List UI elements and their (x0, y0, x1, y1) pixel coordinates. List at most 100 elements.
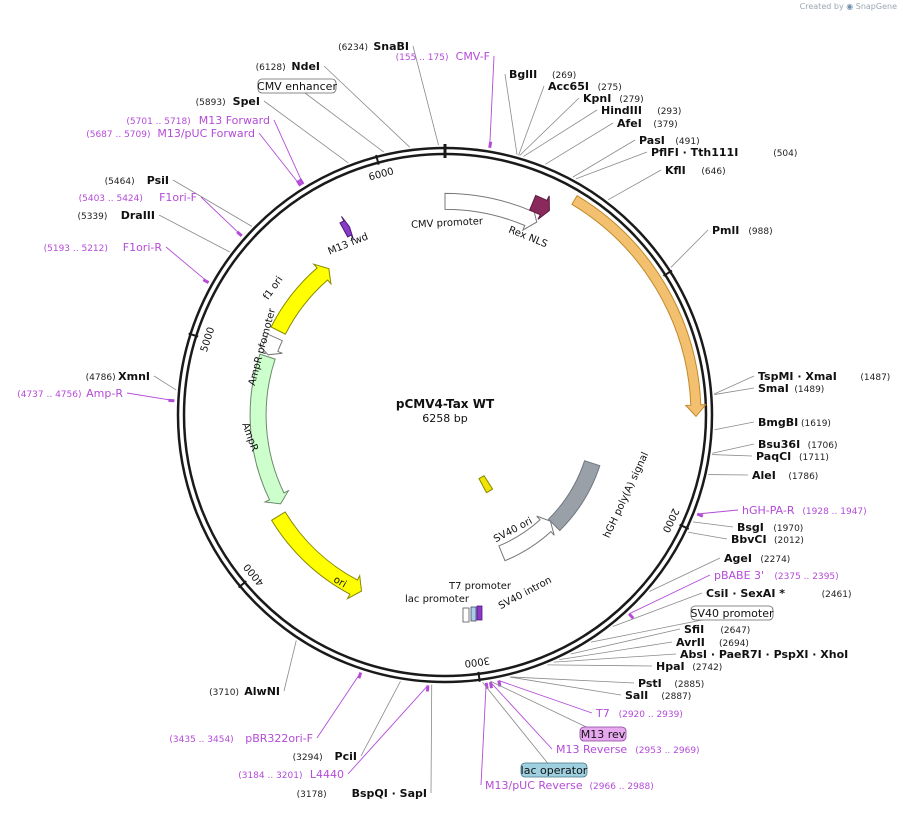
enzyme-position: (1619) (801, 419, 831, 429)
primer-m13-puc-forward: M13/pUC Forward (5687 .. 5709) (86, 127, 255, 140)
tick-label: 3000 (464, 654, 491, 668)
inner-labels: T7 promoter lac promoter (405, 581, 512, 623)
enzyme-position: (293) (657, 107, 681, 117)
enzyme-name: PmlI (712, 224, 739, 237)
enzyme-name: BbvCI (731, 533, 767, 546)
enzyme-name: BspQI · SapI (352, 787, 427, 800)
leader-lines (126, 45, 755, 794)
enzyme-position: (1786) (788, 472, 818, 482)
primer-leader (347, 685, 429, 775)
enzyme-name: BsgI (737, 521, 764, 534)
primer-range: (5687 .. 5709) (86, 130, 150, 140)
enzyme-leader (547, 664, 653, 667)
enzyme-site-tspmi-xmai: TspMI · XmaI(1487) (758, 370, 890, 383)
enzyme-position: (491) (675, 137, 699, 147)
enzyme-leader (509, 676, 622, 696)
lac-operator-mark (470, 606, 477, 622)
enzyme-position: (2647) (720, 626, 750, 636)
primer-amp-r: Amp-R(4737 .. 4756) (17, 387, 123, 400)
primer-mark (236, 230, 243, 237)
enzyme-leader (649, 557, 721, 592)
enzyme-site-absi-paer7i-pspxi-xhoi: AbsI · PaeR7I · PspXI · XhoI(2716) (680, 648, 848, 661)
enzyme-name: HindIII (601, 104, 642, 117)
boxed-label-text: SV40 promoter (690, 607, 774, 620)
enzyme-leader (283, 640, 297, 692)
enzyme-name: AbsI · PaeR7I · PspXI · XhoI (680, 648, 848, 661)
primer-range: (3435 .. 3454) (169, 735, 233, 745)
enzyme-site-pmli: PmlI (988) (712, 224, 773, 237)
tick-1000 (662, 269, 673, 277)
enzyme-leader (714, 421, 755, 431)
enzyme-site-pflfi-tth111i: PflFI · Tth111I(504) (651, 146, 797, 159)
feature-sv40-intron (498, 515, 555, 562)
feature-tax-orf (571, 195, 707, 418)
boxed-label-m13-rev: M13 rev (579, 726, 627, 742)
enzyme-position: (5464) (105, 177, 135, 187)
primer-name: M13/pUC Forward (157, 127, 255, 140)
enzyme-position: (988) (748, 227, 772, 237)
tick-label: 2000 (660, 506, 681, 534)
enzyme-position: (3178) (297, 790, 327, 800)
feature-ampr (249, 353, 290, 505)
enzyme-site-kfli: KflI(646) (665, 164, 726, 177)
boxed-label-text: M13 rev (581, 728, 626, 741)
boxed-label-frame (690, 605, 774, 621)
primer-leader (498, 680, 593, 714)
primer-leader (697, 509, 739, 515)
primer-cmv-f: CMV-F(155 .. 175) (396, 50, 490, 63)
primer-mark (488, 141, 493, 148)
primer-range: (5193 .. 5212) (44, 244, 108, 254)
enzyme-leader (692, 521, 734, 528)
primer-mark (489, 681, 493, 689)
feature-ori (270, 511, 363, 600)
enzyme-leader (412, 45, 439, 146)
feature-ampr-promoter (257, 333, 283, 356)
enzyme-name: SfiI (684, 623, 704, 636)
snapgene-logo-icon: ◉ (846, 2, 854, 11)
enzyme-site-ndei: NdeI(6128) (256, 60, 320, 73)
feature-f1-ori (270, 263, 332, 335)
primer-range: (2375 .. 2395) (774, 572, 838, 582)
enzyme-position: (1489) (794, 385, 824, 395)
boxed-label-text: CMV enhancer (257, 80, 337, 93)
enzyme-site-spei: SpeI(5893) (196, 95, 260, 108)
plasmid-name: pCMV4-Tax WT (396, 397, 495, 411)
enzyme-position: (1487) (860, 373, 890, 383)
enzyme-site-sali: SalI(2887) (625, 689, 691, 702)
boxed-label-frame (579, 726, 627, 742)
enzyme-site-afei: AfeI(379) (617, 117, 678, 130)
feature-m13-fwd (339, 216, 354, 240)
primer-name: M13/pUC Reverse (485, 779, 583, 792)
enzyme-name: XmnI (118, 370, 150, 383)
primer-mark (298, 178, 305, 185)
feature-label-hgh-poly-a-signal: hGH poly(A) signal (602, 451, 651, 540)
enzyme-position: (2274) (760, 555, 790, 565)
enzyme-position: (379) (653, 120, 677, 130)
enzyme-name: BmgBI (758, 416, 798, 429)
boxed-label-lac-operator: lac operator (520, 762, 588, 778)
enzyme-leader (545, 122, 614, 165)
enzyme-site-paqci: PaqCI(1711) (756, 450, 829, 463)
enzyme-site-avrii: AvrII(2694) (676, 636, 749, 649)
primer-range: (1928 .. 1947) (802, 507, 866, 517)
tick-6000 (375, 154, 380, 165)
enzyme-leader (510, 676, 635, 684)
primer-range: (155 .. 175) (396, 53, 449, 63)
primer-name: L4440 (310, 768, 344, 781)
primer-range: (3184 .. 3201) (238, 771, 302, 781)
enzyme-site-sfii: SfiI (2647) (684, 623, 750, 636)
enzyme-position: (504) (773, 149, 797, 159)
enzyme-name: CsiI · SexAI * (706, 587, 785, 600)
tick-5000 (188, 332, 199, 338)
enzyme-position: (2885) (674, 680, 704, 690)
primer-m13-reverse: M13 Reverse(2953 .. 2969) (556, 743, 700, 756)
inner-label-t7-promoter: T7 promoter (448, 581, 512, 592)
primer-name: T7 (595, 707, 610, 720)
enzyme-leader (670, 229, 709, 268)
enzyme-position: (6128) (256, 63, 286, 73)
primer-range: (2920 .. 2939) (619, 710, 683, 720)
enzyme-position: (2887) (661, 692, 691, 702)
enzyme-site-bmgbi: BmgBI(1619) (758, 416, 831, 429)
enzyme-position: (1711) (799, 453, 829, 463)
backbone (176, 144, 714, 684)
